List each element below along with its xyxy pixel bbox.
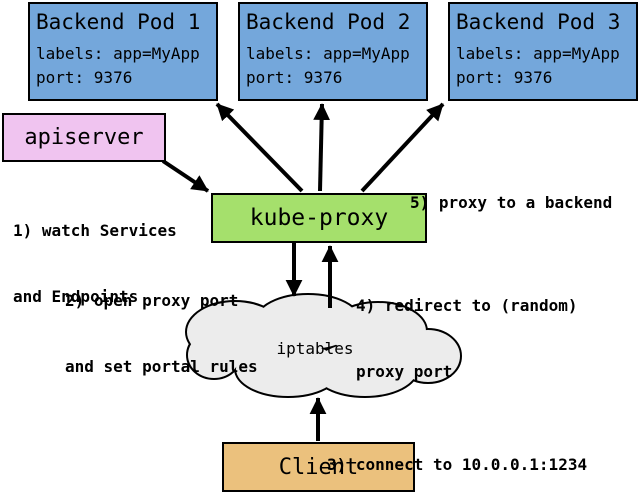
annotation-line: and set portal rules <box>65 357 258 376</box>
pod-port: port: 9376 <box>246 68 343 87</box>
annotation-step-3: 3) connect to 10.0.0.1:1234 <box>327 410 587 494</box>
apiserver-label: apiserver <box>24 125 144 150</box>
annotation-line: and Endpoints <box>13 287 139 306</box>
annotation-line: 5) proxy to a backend <box>410 193 613 212</box>
annotation-step-5: 5) proxy to a backend <box>410 148 612 258</box>
backend-pod-3-box: Backend Pod 3 labels: app=MyApp port: 93… <box>448 2 638 101</box>
backend-pod-2-box: Backend Pod 2 labels: app=MyApp port: 93… <box>238 2 428 101</box>
pod-labels: labels: app=MyApp <box>456 44 620 63</box>
pod-port: port: 9376 <box>36 68 133 87</box>
pod-title: Backend Pod 1 <box>36 10 201 34</box>
pod-title: Backend Pod 3 <box>456 10 621 34</box>
annotation-line: 4) redirect to (random) <box>356 296 578 315</box>
annotation-line: 1) watch Services <box>13 221 177 240</box>
annotation-line: 3) connect to 10.0.0.1:1234 <box>327 455 588 474</box>
apiserver-box: apiserver <box>2 113 166 162</box>
iptables-label: iptables <box>276 339 354 358</box>
kube-proxy-label: kube-proxy <box>249 205 389 231</box>
arrow-kube-proxy-to-pod-2 <box>313 103 331 192</box>
arrow-kube-proxy-to-pod-1 <box>215 102 304 193</box>
annotation-line: 2) open proxy port <box>65 291 239 310</box>
pod-labels: labels: app=MyApp <box>246 44 410 63</box>
pod-labels: labels: app=MyApp <box>36 44 200 63</box>
annotation-step-2: 2) open proxy port and set portal rules <box>65 246 258 422</box>
annotation-line: proxy port <box>356 362 453 381</box>
pod-port: port: 9376 <box>456 68 553 87</box>
backend-pod-1-box: Backend Pod 1 labels: app=MyApp port: 93… <box>28 2 218 101</box>
kube-proxy-box: kube-proxy <box>211 193 427 243</box>
iptables-cloud <box>185 293 462 398</box>
arrow-kube-proxy-to-pod-3 <box>360 102 445 193</box>
client-box: Client <box>222 442 415 492</box>
annotation-step-4: 4) redirect to (random) proxy port <box>356 251 578 427</box>
arrow-apiserver-to-kube-proxy <box>161 159 210 193</box>
client-label: Client <box>278 454 359 480</box>
pod-title: Backend Pod 2 <box>246 10 411 34</box>
annotation-step-1: 1) watch Services and Endpoints <box>13 176 177 352</box>
